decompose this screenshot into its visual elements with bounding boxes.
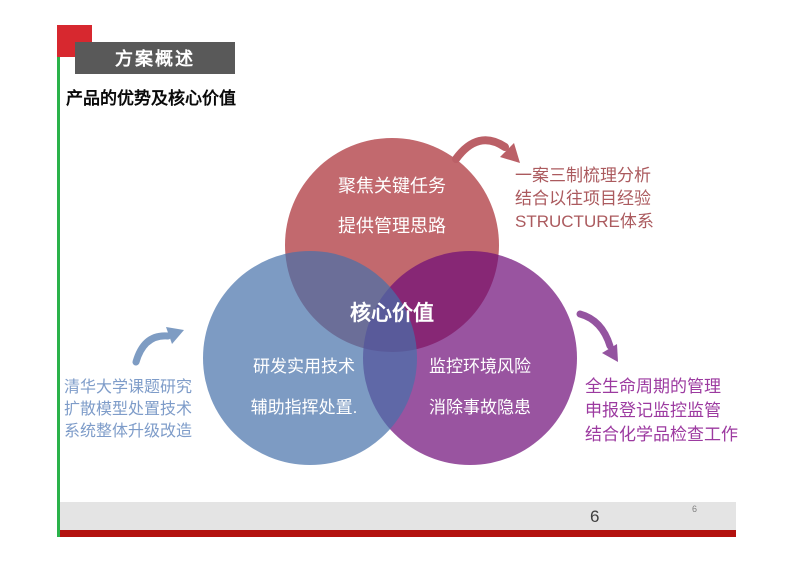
- rose-curved-arrow-icon: [452, 136, 520, 163]
- blue-curved-arrow-icon: [132, 327, 184, 366]
- footer-strip: [57, 502, 736, 530]
- annotation-right-line-2: 申报登记监控监管: [585, 401, 721, 420]
- section-title: 方案概述: [115, 49, 195, 69]
- venn-top-line-2: 提供管理思路: [338, 216, 446, 236]
- annotation-left-line-1: 清华大学课题研究: [64, 379, 193, 396]
- annotation-right: 全生命周期的管理 申报登记监控监管 结合化学品检查工作: [585, 375, 785, 447]
- purple-curved-arrow-icon: [576, 310, 618, 362]
- venn-left-line-2: 辅助指挥处置.: [250, 398, 358, 417]
- annotation-right-line-3: 结合化学品检查工作: [585, 425, 738, 444]
- annotation-top-right-line-3: STRUCTURE体系: [515, 212, 654, 231]
- venn-right-line-1: 监控环境风险: [429, 357, 531, 376]
- annotation-top-right-line-2: 结合以往项目经验: [515, 189, 651, 208]
- page-number: 6: [590, 507, 600, 526]
- annotation-top-right: 一案三制梳理分析 结合以往项目经验 STRUCTURE体系: [515, 164, 735, 233]
- venn-top-label: 聚焦关键任务 提供管理思路: [292, 166, 492, 246]
- venn-top-line-1: 聚焦关键任务: [338, 176, 446, 196]
- venn-left-line-1: 研发实用技术: [253, 357, 355, 376]
- green-accent-line: [57, 57, 60, 537]
- footer-red-bar: [57, 530, 736, 537]
- venn-right-line-2: 消除事故隐患: [429, 398, 531, 417]
- venn-left-label: 研发实用技术 辅助指挥处置.: [204, 346, 404, 428]
- section-title-box: 方案概述: [75, 42, 235, 74]
- annotation-top-right-line-1: 一案三制梳理分析: [515, 166, 651, 185]
- annotation-left: 清华大学课题研究 扩散模型处置技术 系统整体升级改造: [64, 377, 264, 443]
- venn-right-label: 监控环境风险 消除事故隐患: [380, 346, 580, 428]
- slide-subtitle: 产品的优势及核心价值: [66, 89, 236, 108]
- venn-circle-left: [203, 251, 417, 465]
- annotation-left-line-3: 系统整体升级改造: [64, 423, 193, 440]
- annotation-left-line-2: 扩散模型处置技术: [64, 401, 193, 418]
- annotation-right-line-1: 全生命周期的管理: [585, 377, 721, 396]
- venn-center-label: 核心价值: [350, 302, 434, 325]
- page-number-small: 6: [692, 504, 698, 514]
